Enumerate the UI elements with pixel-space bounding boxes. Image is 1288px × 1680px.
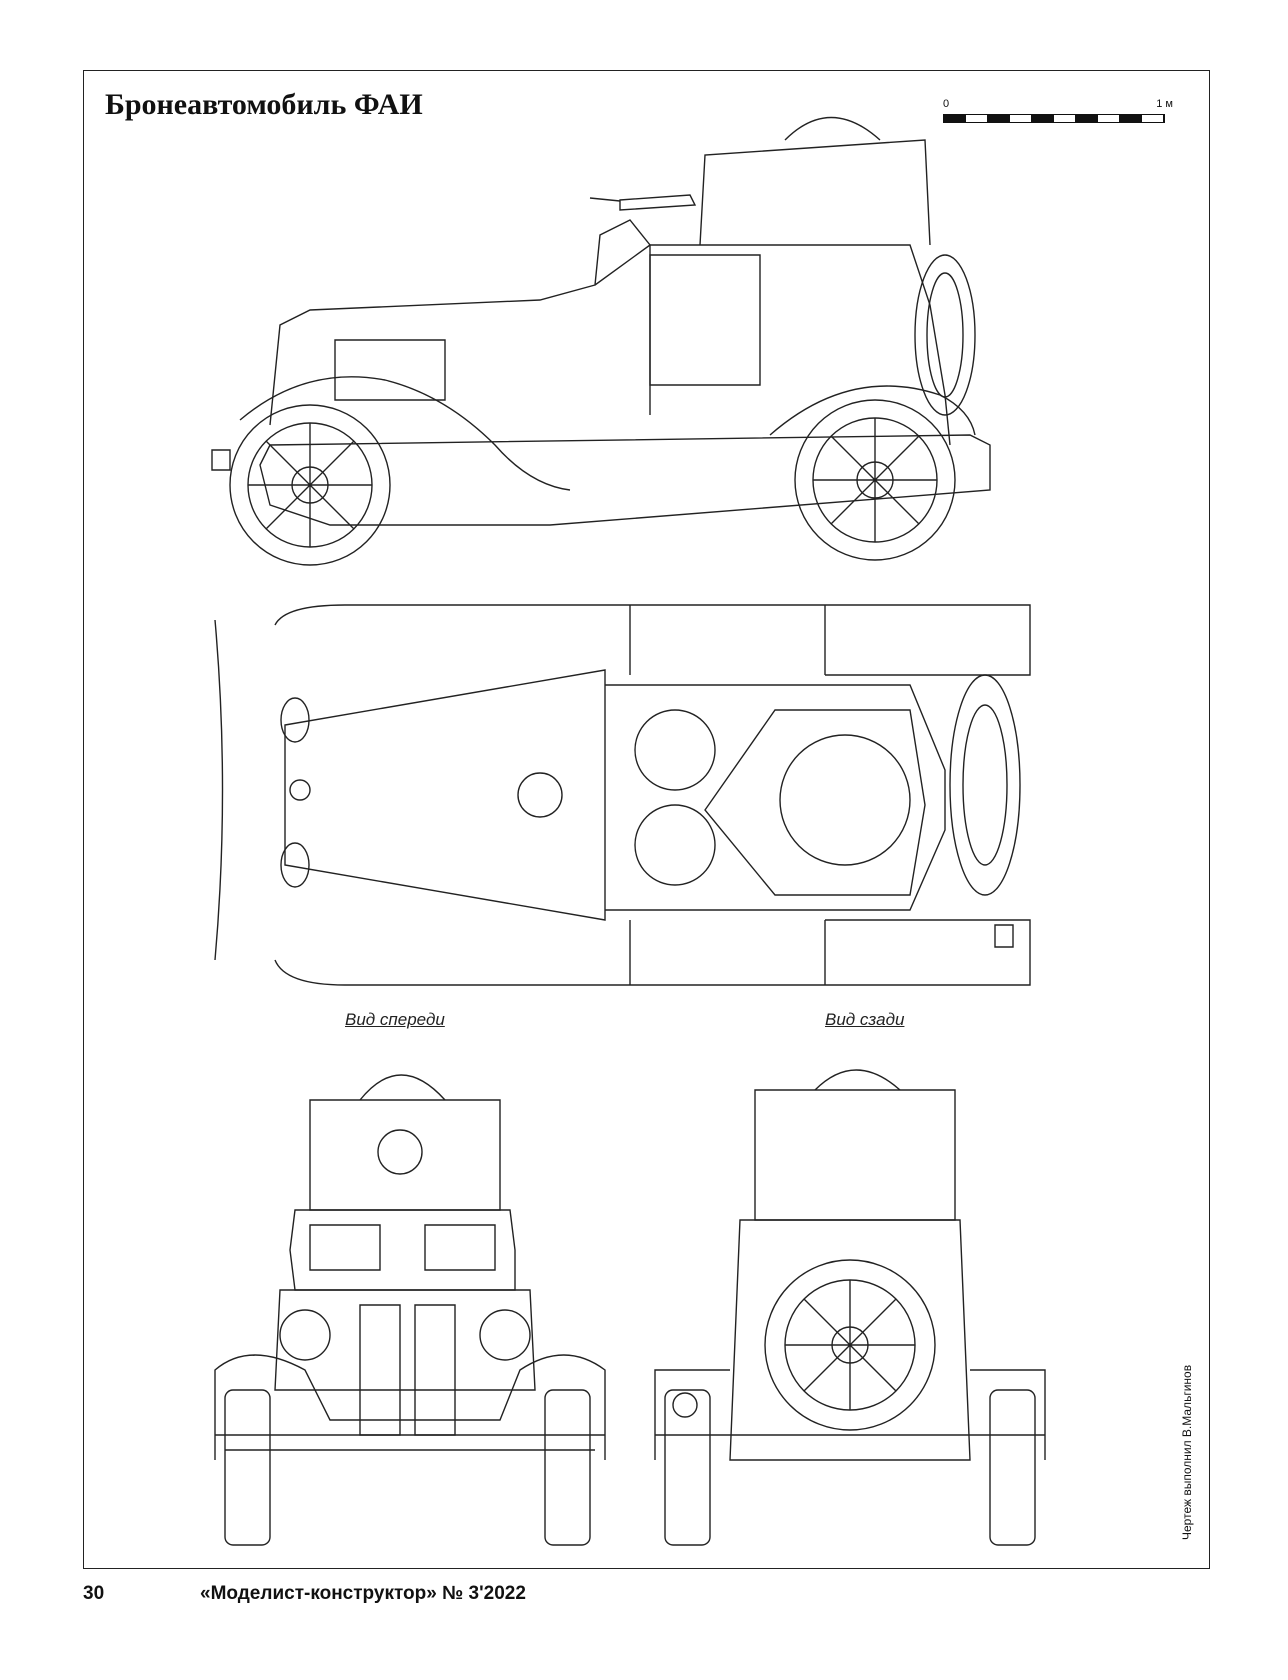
scale-bar: 0 1 м: [943, 98, 1173, 134]
drawing-title: Бронеавтомобиль ФАИ: [105, 88, 423, 121]
front-view-drawing: [210, 1040, 610, 1550]
rear-view-caption: Вид сзади: [825, 1010, 905, 1029]
top-view-drawing: [205, 600, 1045, 990]
side-view-drawing: [210, 95, 1040, 595]
magazine-title: «Моделист-конструктор» № 3'2022: [200, 1583, 526, 1604]
scale-start-label: 0: [943, 98, 950, 110]
rear-view-drawing: [650, 1040, 1050, 1550]
scale-end-label: 1 м: [1156, 98, 1173, 110]
page-number: 30: [83, 1583, 105, 1604]
drawing-credit: Чертеж выполнил В.Мальгинов: [1180, 1364, 1194, 1540]
drawing-frame: [83, 70, 1210, 1569]
scale-bar-segments: [943, 114, 1165, 123]
front-view-caption: Вид спереди: [345, 1010, 445, 1029]
